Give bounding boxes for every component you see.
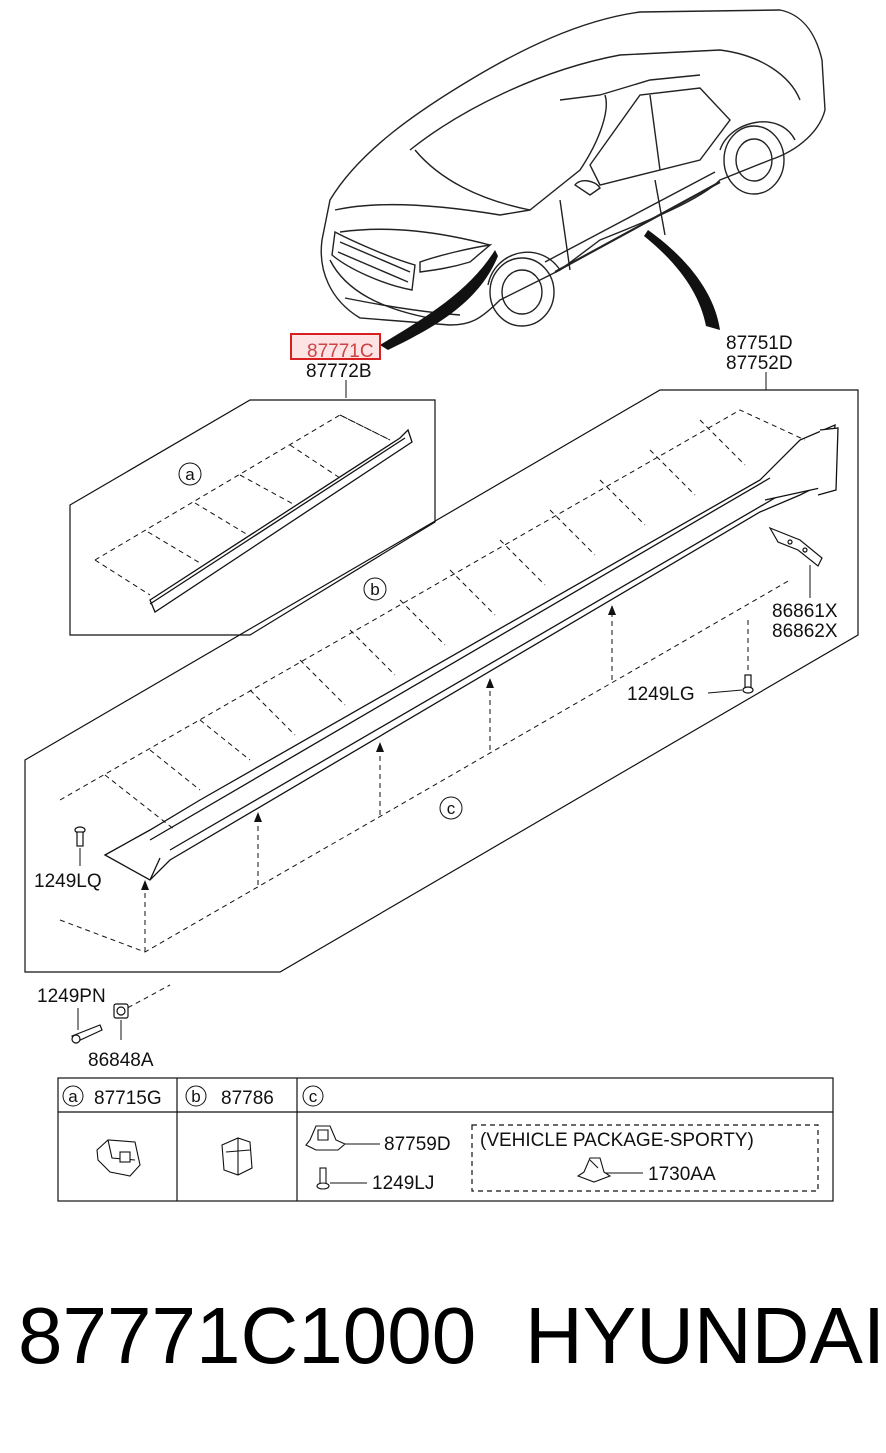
garnish-dash-lines (94, 414, 391, 596)
legend-letter-a: a (68, 1087, 78, 1106)
legend-circle-c (302, 1085, 324, 1107)
circle-ref-b-sill-text: b (370, 580, 379, 599)
legend-package-note: (VEHICLE PACKAGE-SPORTY) (480, 1130, 754, 1151)
garnish-outline (69, 399, 436, 636)
legend-circle-b (185, 1085, 207, 1107)
legend-part-b: 87786 (221, 1088, 274, 1109)
package-clip-drawing (576, 1157, 612, 1183)
footer-part-number: 87771C1000 (18, 1291, 477, 1380)
screw-c-drawing (316, 1167, 330, 1190)
sill-part-lower-label: 87752D (726, 353, 793, 374)
legend-table (57, 1077, 834, 1202)
screw-bottom-part (71, 1024, 103, 1044)
circle-ref-c-sill-text: c (447, 799, 456, 818)
garnish-strip (149, 428, 413, 613)
legend-package-item: 1730AA (648, 1164, 716, 1185)
legend-letter-c: c (309, 1087, 318, 1106)
footer-brand: HYUNDAI (525, 1291, 886, 1380)
pointer-wedge-sill (644, 230, 720, 330)
bracket-lower-label: 86862X (772, 621, 838, 642)
circle-ref-a-garnish-text: a (185, 465, 195, 484)
clip-a-drawing (96, 1139, 141, 1177)
clip-c-drawing (305, 1125, 347, 1151)
garnish-part-lower-label: 87772B (306, 361, 372, 382)
circle-ref-a-garnish (178, 462, 202, 486)
garnish-part-upper-label: 87771C (307, 341, 374, 362)
side-sill-panel (103, 423, 839, 881)
legend-circle-a (62, 1085, 84, 1107)
bracket-upper-label: 86861X (772, 601, 838, 622)
nut-bottom-label: 86848A (88, 1050, 154, 1071)
bracket-part (768, 526, 823, 567)
clip-b-drawing (221, 1137, 253, 1176)
pointer-wedge-garnish (380, 250, 498, 350)
sill-dash-lines (59, 409, 806, 953)
legend-c-item-1: 87759D (384, 1134, 451, 1155)
screw-right-label: 1249LG (627, 684, 695, 705)
screw-left-part (74, 826, 86, 847)
car-illustration (320, 9, 826, 327)
highlight-box (290, 333, 381, 360)
legend-c-item-2: 1249LJ (372, 1173, 434, 1194)
legend-part-a: 87715G (94, 1088, 162, 1109)
legend-letter-b: b (191, 1087, 200, 1106)
circle-ref-b-sill (363, 577, 387, 601)
clip-arrows (141, 605, 616, 890)
nut-bottom-part (113, 1003, 129, 1019)
footer-caption: 87771C1000 HYUNDAI (0, 1290, 886, 1410)
screw-right-part (742, 674, 754, 694)
sill-part-upper-label: 87751D (726, 333, 793, 354)
screw-bottom-label: 1249PN (37, 986, 106, 1007)
sill-outline (24, 389, 859, 973)
screw-left-label: 1249LQ (34, 871, 102, 892)
circle-ref-c-sill (439, 796, 463, 820)
